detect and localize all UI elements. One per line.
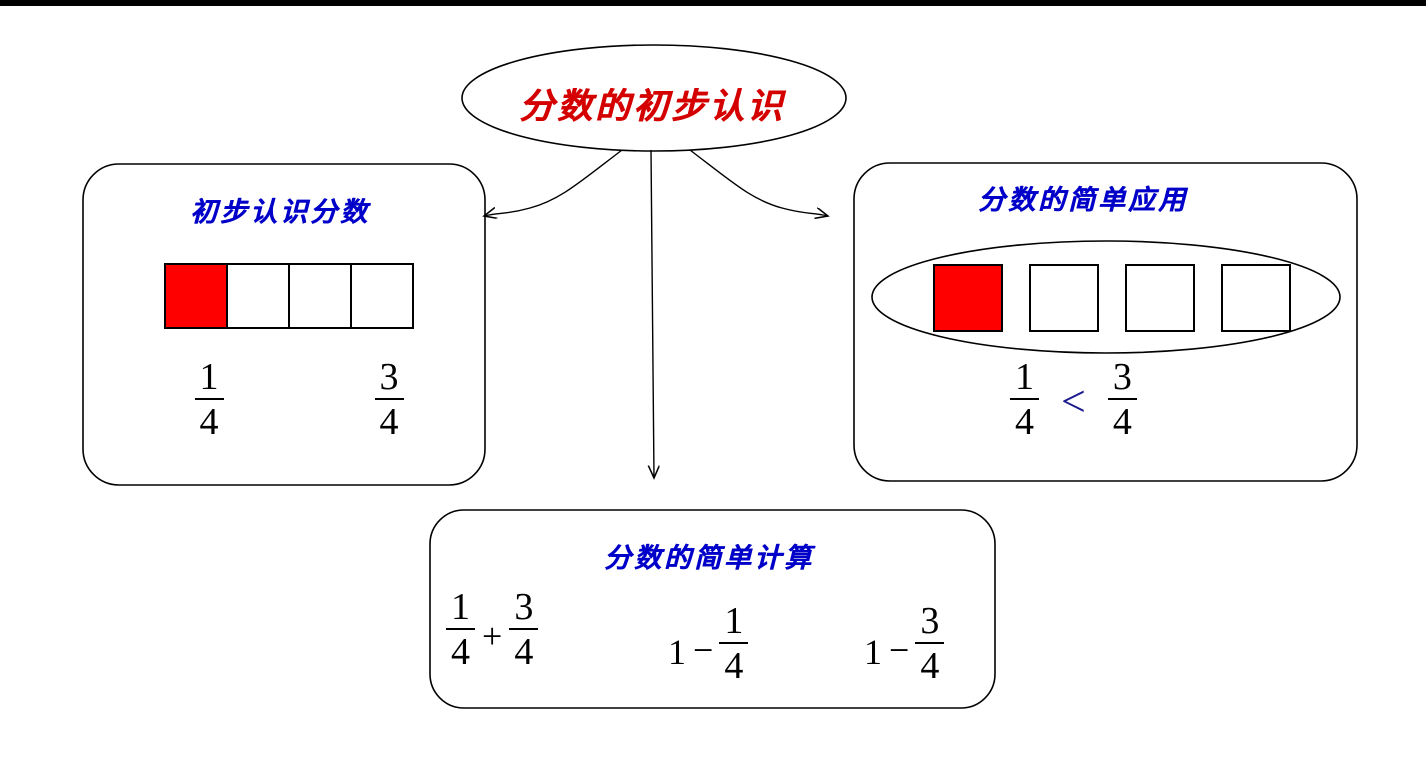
fraction-numerator: 1 bbox=[451, 586, 470, 628]
right-comparison-expression: 1 4 < 3 4 bbox=[1010, 358, 1137, 441]
fraction-denominator: 4 bbox=[1112, 401, 1132, 443]
fraction-denominator: 4 bbox=[199, 401, 219, 443]
fraction-bar bbox=[446, 628, 475, 630]
set-square-filled bbox=[933, 264, 1003, 332]
fraction-denominator: 4 bbox=[920, 645, 940, 687]
bar-cell bbox=[226, 263, 290, 329]
fraction-numerator: 1 bbox=[1015, 356, 1034, 398]
fraction-one-quarter: 1 4 bbox=[1010, 358, 1039, 441]
bar-cell bbox=[288, 263, 352, 329]
fraction-bar bbox=[1010, 398, 1039, 400]
fraction-denominator: 4 bbox=[379, 401, 399, 443]
fraction-denominator: 4 bbox=[1015, 401, 1034, 443]
connector-root-to-left bbox=[484, 149, 623, 216]
fraction-numerator: 3 bbox=[514, 586, 534, 628]
fraction-three-quarters: 3 4 bbox=[915, 600, 945, 687]
set-square bbox=[1221, 264, 1291, 332]
right-node-heading: 分数的简单应用 bbox=[978, 185, 1188, 215]
fraction-denominator: 4 bbox=[451, 631, 470, 673]
fraction-one-quarter: 1 4 bbox=[446, 588, 475, 671]
fraction-bar bbox=[509, 628, 539, 630]
fraction-numerator: 1 bbox=[199, 356, 219, 398]
right-square-set bbox=[933, 264, 1291, 332]
left-fraction-slot: 3 4 bbox=[344, 358, 434, 441]
fraction-denominator: 4 bbox=[724, 645, 744, 687]
connector-root-to-bottom bbox=[651, 149, 654, 478]
fraction-numerator: 1 bbox=[724, 600, 744, 642]
expression-addition: 1 4 + 3 4 bbox=[446, 586, 539, 673]
minus-operator: − bbox=[889, 629, 909, 670]
whole-number: 1 bbox=[864, 631, 882, 672]
left-fraction-row: 1 4 3 4 bbox=[164, 358, 434, 441]
fraction-one-quarter: 1 4 bbox=[719, 600, 749, 687]
fraction-three-quarters: 3 4 bbox=[1107, 356, 1137, 443]
set-square bbox=[1029, 264, 1099, 332]
fraction-denominator: 4 bbox=[514, 631, 534, 673]
fraction-numerator: 3 bbox=[920, 600, 940, 642]
expression-subtract-three-quarters: 1 − 3 4 bbox=[864, 600, 945, 687]
minus-operator: − bbox=[693, 629, 713, 670]
bottom-node-heading: 分数的简单计算 bbox=[604, 543, 814, 573]
fraction-bar bbox=[374, 398, 404, 400]
whole-number: 1 bbox=[668, 631, 686, 672]
fraction-bar bbox=[1107, 398, 1137, 400]
top-black-bar bbox=[0, 0, 1426, 6]
fraction-three-quarters: 3 4 bbox=[374, 356, 404, 443]
left-fraction-slot: 1 4 bbox=[164, 358, 254, 441]
fraction-numerator: 3 bbox=[379, 356, 399, 398]
connector-root-to-right bbox=[689, 149, 828, 216]
plus-operator: + bbox=[482, 615, 503, 656]
left-partitioned-bar bbox=[164, 263, 414, 329]
left-node-heading: 初步认识分数 bbox=[190, 197, 370, 227]
fraction-bar bbox=[915, 642, 945, 644]
fraction-numerator: 3 bbox=[1112, 356, 1132, 398]
root-node-title: 分数的初步认识 bbox=[519, 87, 786, 126]
fraction-one-quarter: 1 4 bbox=[194, 356, 224, 443]
bar-cell bbox=[350, 263, 414, 329]
fraction-bar bbox=[719, 642, 749, 644]
fraction-bar bbox=[194, 398, 224, 400]
set-square bbox=[1125, 264, 1195, 332]
bar-cell-filled bbox=[164, 263, 228, 329]
expression-subtract-one-quarter: 1 − 1 4 bbox=[668, 600, 749, 687]
fraction-three-quarters: 3 4 bbox=[509, 586, 539, 673]
less-than-operator: < bbox=[1061, 376, 1086, 426]
